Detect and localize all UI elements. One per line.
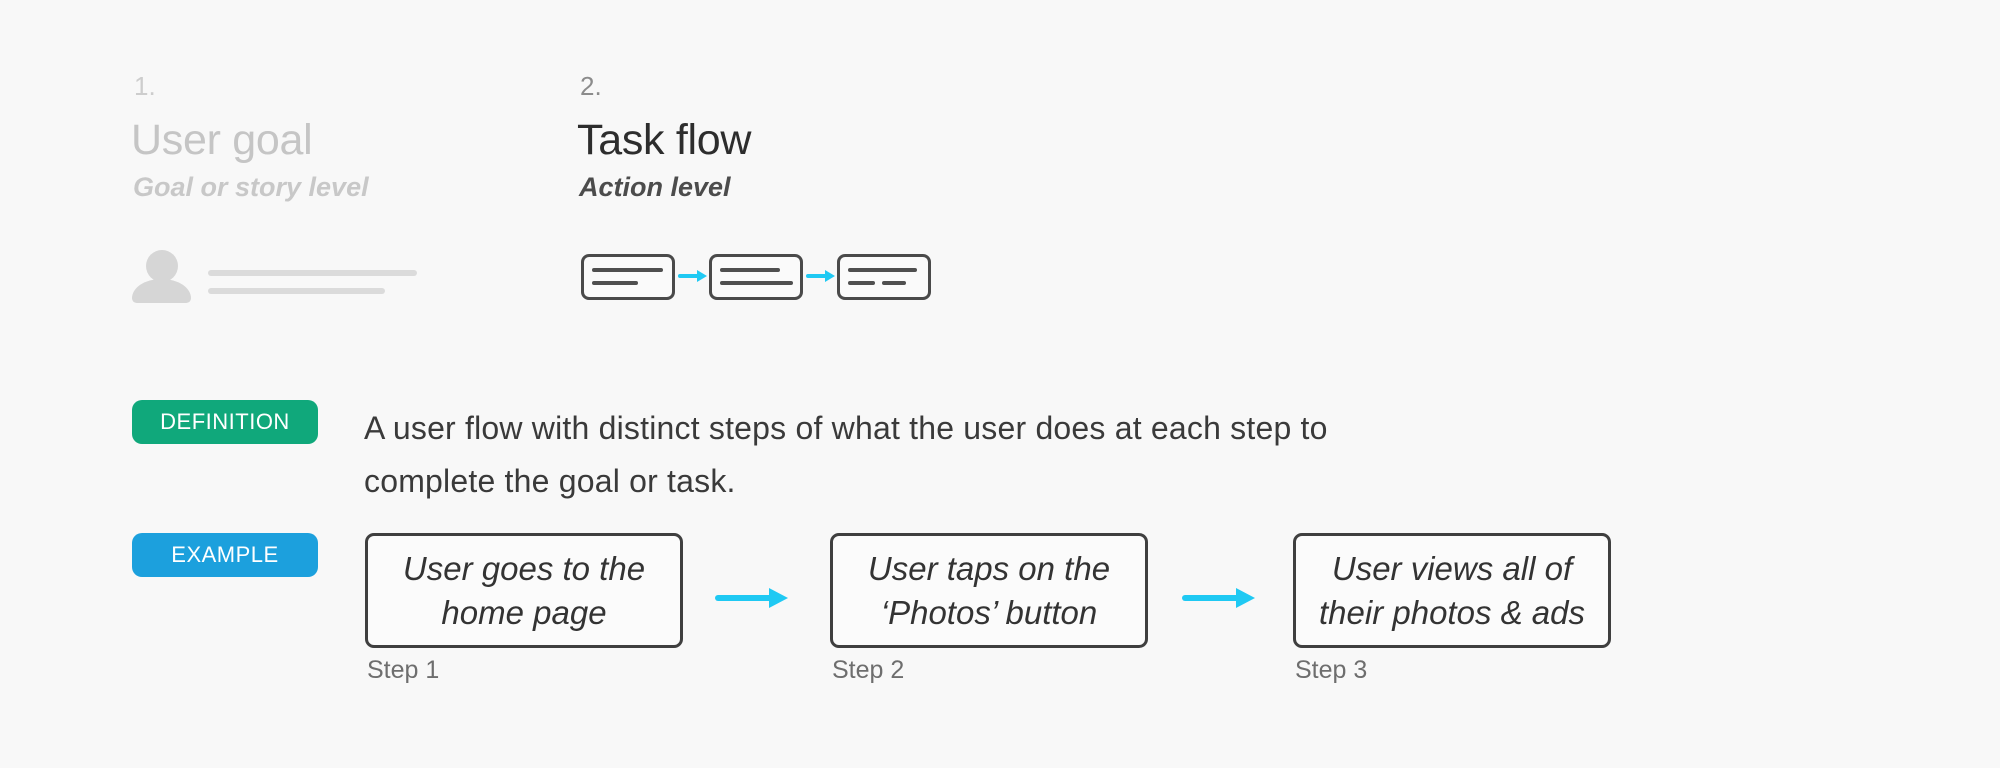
example-step-box-3: User views all of their photos & ads [1293,533,1611,648]
placeholder-line [848,268,917,272]
placeholder-line [720,268,780,272]
arrow-right-icon [715,588,788,608]
step-text-line: User taps on the [867,549,1111,587]
step-text-line: home page [441,593,607,631]
example-step-box-1: User goes to the home page [365,533,683,648]
definition-text: A user flow with distinct steps of what … [364,402,1328,508]
column-title-user-goal: User goal [131,116,313,164]
flow-mini-box [837,254,931,300]
placeholder-line [720,281,793,285]
task-flow-diagram [580,254,940,300]
step-caption-3: Step 3 [1295,656,1368,684]
placeholder-line [208,270,417,276]
flow-mini-box [709,254,803,300]
column-subtitle-task-flow: Action level [579,172,731,202]
person-icon [146,250,178,282]
step-text-line: User views all of [1331,549,1573,587]
placeholder-line [592,268,663,272]
definition-text-line1: A user flow with distinct steps of what … [364,410,1328,446]
arrow-right-icon [806,270,835,282]
placeholder-line [882,281,906,285]
step-text-line: User goes to the [402,549,646,587]
column-subtitle-user-goal: Goal or story level [133,172,369,202]
step-caption-2: Step 2 [832,656,905,684]
placeholder-line [592,281,638,285]
person-icon-body [132,279,191,303]
example-step-box-2: User taps on the ‘Photos’ button [830,533,1148,648]
placeholder-line [848,281,875,285]
column-title-task-flow: Task flow [577,116,752,164]
definition-text-line2: complete the goal or task. [364,463,736,499]
step-caption-1: Step 1 [367,656,440,684]
column-number-task-flow: 2. [580,71,602,101]
arrow-right-icon [678,270,707,282]
user-goal-placeholder-graphic [132,250,422,306]
step-text-line: ‘Photos’ button [880,593,1098,631]
example-badge: EXAMPLE [132,533,318,577]
column-number-user-goal: 1. [134,71,156,101]
arrow-right-icon [1182,588,1255,608]
definition-badge: DEFINITION [132,400,318,444]
step-text-line: their photos & ads [1319,593,1585,631]
flow-mini-box [581,254,675,300]
placeholder-line [208,288,385,294]
